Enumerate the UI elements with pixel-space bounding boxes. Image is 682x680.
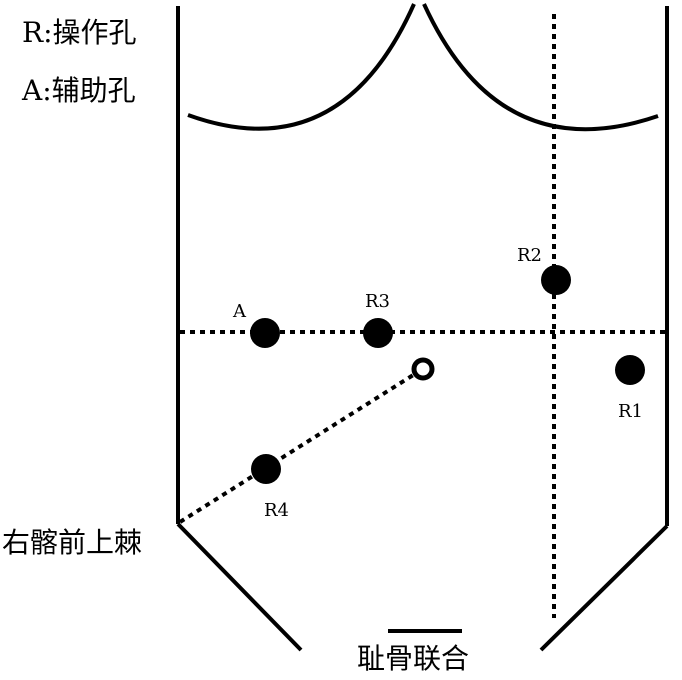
legend-assist-port: A:辅助孔 xyxy=(21,74,136,107)
port-a-marker xyxy=(250,318,280,348)
port-r1-marker xyxy=(615,355,645,385)
ports xyxy=(250,265,645,484)
left-groin-line xyxy=(176,522,303,652)
port-r4-label: R4 xyxy=(264,500,289,521)
torso-outline xyxy=(176,3,669,652)
port-a-label: A xyxy=(232,301,247,322)
pubic-symphysis-label: 耻骨联合 xyxy=(357,642,469,675)
port-r4-marker xyxy=(251,454,281,484)
port-r1-label: R1 xyxy=(618,401,643,422)
port-r2-marker xyxy=(541,265,571,295)
asis-to-target-line xyxy=(178,370,420,524)
port-r3-label: R3 xyxy=(365,291,390,312)
legend-operating-port: R:操作孔 xyxy=(22,16,137,49)
port-r2-label: R2 xyxy=(517,245,542,266)
port-r3-marker xyxy=(363,318,393,348)
reference-lines xyxy=(178,14,665,618)
target-point-marker xyxy=(411,357,435,381)
asis-label: 右髂前上棘 xyxy=(2,526,142,559)
right-groin-line xyxy=(539,524,669,652)
right-costal-margin xyxy=(422,3,659,132)
left-costal-margin xyxy=(187,3,416,131)
